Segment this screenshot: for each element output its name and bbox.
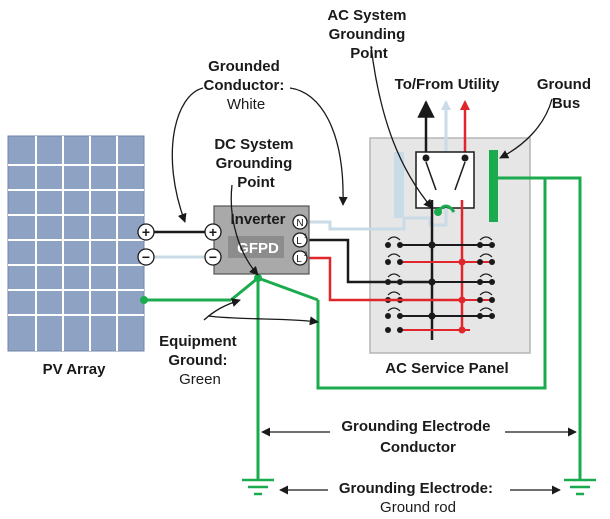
svg-text:L: L: [296, 254, 302, 265]
terminal-n: N: [292, 214, 308, 230]
gec-label: Grounding Electrode Conductor: [341, 418, 494, 456]
l1-conductor: [309, 238, 432, 284]
grounded-conductor-label: Grounded Conductor: White: [204, 58, 289, 113]
grounded-conductor-pointer-left: [171, 87, 204, 223]
pv-array-label: PV Array: [43, 361, 106, 378]
equipment-ground-pointer-right: [207, 315, 319, 326]
terminal-l2: L 2: [292, 250, 308, 266]
grounding-electrode-label: Grounding Electrode: Ground rod: [339, 480, 497, 516]
panel-neutral-link: [404, 208, 448, 227]
utility-neutral-arrow: [441, 100, 451, 110]
dc-grounding-pointer: [230, 184, 259, 276]
terminal-l1: L 1: [292, 232, 308, 248]
equipment-ground-label: Equipment Ground: Green: [159, 333, 241, 388]
pv-array: [7, 135, 145, 352]
ground-bus-label: Ground Bus: [537, 76, 595, 112]
pv-minus-terminal: −: [137, 248, 155, 266]
dc-grounding-label: DC System Grounding Point: [214, 136, 297, 191]
grounded-conductor-pointer-right: [289, 87, 348, 206]
ac-bond-point: [434, 208, 442, 216]
l2-conductor: [309, 256, 462, 302]
utility-red-arrow: [460, 100, 470, 110]
equipment-ground-wiring: [144, 176, 582, 480]
svg-text:L: L: [296, 236, 302, 247]
svg-text:N: N: [296, 218, 303, 229]
gfpd-label: GFPD: [237, 240, 279, 257]
ac-grounding-pointer: [370, 45, 433, 209]
neutral-bus: [394, 152, 404, 218]
inverter-plus-terminal: +: [204, 223, 222, 241]
svg-text:2: 2: [304, 252, 308, 258]
svg-text:1: 1: [304, 234, 308, 240]
gfpd-box: [228, 236, 284, 258]
ground-bus-pointer: [499, 98, 553, 159]
ground-rod-right-icon: [564, 478, 596, 496]
ac-grounding-label: AC System Grounding Point: [327, 7, 410, 62]
ground-rod-left-icon: [242, 478, 274, 496]
svg-text:+: +: [209, 224, 217, 240]
svg-text:−: −: [209, 249, 217, 265]
inverter-label: Inverter: [230, 211, 285, 228]
to-from-utility-label: To/From Utility: [395, 76, 500, 93]
svg-text:−: −: [142, 249, 150, 265]
pv-plus-terminal: +: [137, 223, 155, 241]
equipment-ground-pointer-left: [203, 298, 241, 321]
neutral-conductor: [309, 218, 406, 231]
ac-service-panel-label: AC Service Panel: [385, 360, 508, 377]
svg-text:+: +: [142, 224, 150, 240]
ground-bus-bar: [489, 150, 498, 222]
inverter-minus-terminal: −: [204, 248, 222, 266]
